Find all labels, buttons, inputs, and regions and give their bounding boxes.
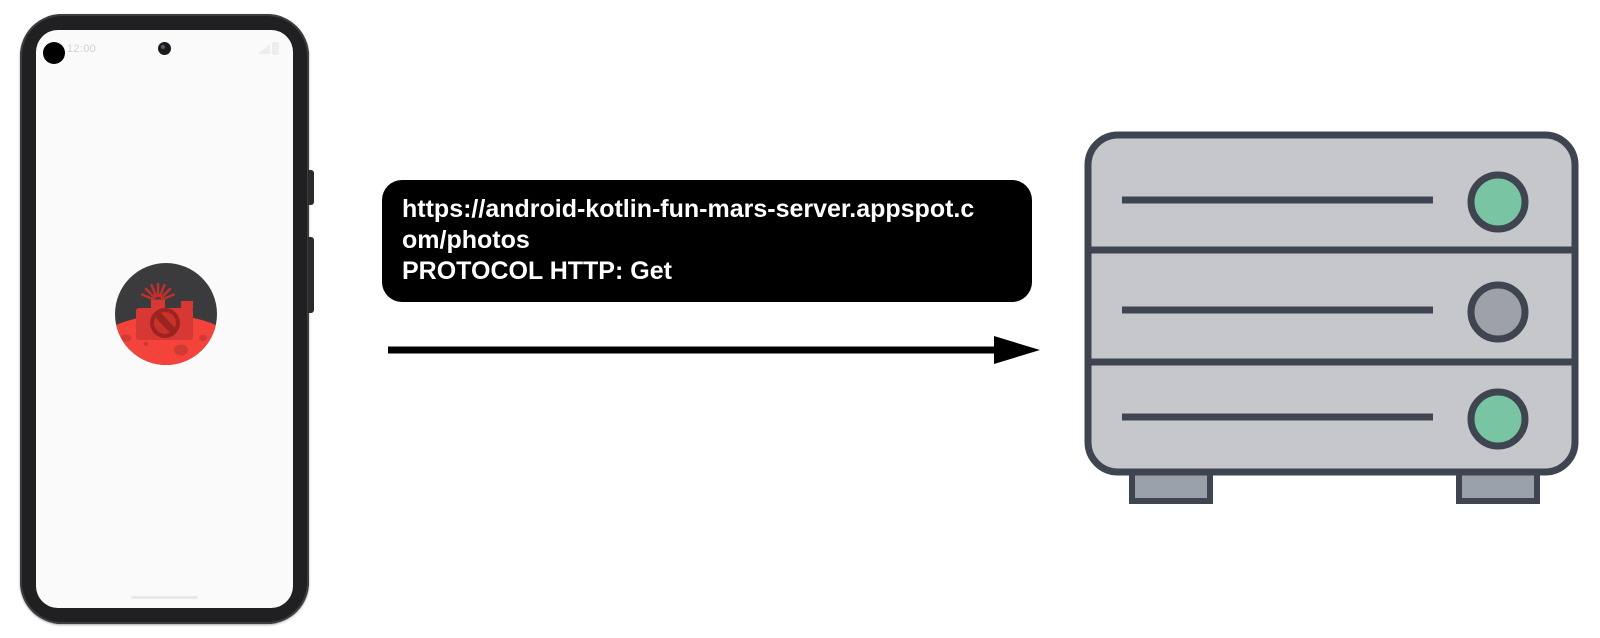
server-bay-slots [1122,196,1433,421]
signal-icon [258,44,270,54]
led-indicator-3 [1467,388,1529,450]
request-bubble: https://android-kotlin-fun-mars-server.a… [382,180,1032,302]
mars-photos-app-icon [115,263,217,365]
phone-volume-button [308,170,314,205]
phone-power-button [308,237,314,313]
battery-icon [272,42,279,55]
phone-screen: 12:00 [36,30,293,608]
flash-rays [140,282,176,301]
led-indicator-2 [1467,281,1529,343]
nav-handle [131,596,198,599]
server-illustration [1084,131,1579,504]
request-url: https://android-kotlin-fun-mars-server.a… [402,195,975,254]
camera-icon [136,282,193,340]
status-bar-dot [43,42,65,64]
status-bar-time: 12:00 [67,43,97,55]
request-arrow-icon [388,336,1040,364]
front-camera-icon [158,42,171,55]
server-body [1084,131,1579,476]
led-indicator-1 [1467,171,1529,233]
phone-device: 12:00 [20,14,314,624]
server-bay-dividers [1088,246,1575,366]
request-protocol: PROTOCOL HTTP: Get [402,257,672,285]
